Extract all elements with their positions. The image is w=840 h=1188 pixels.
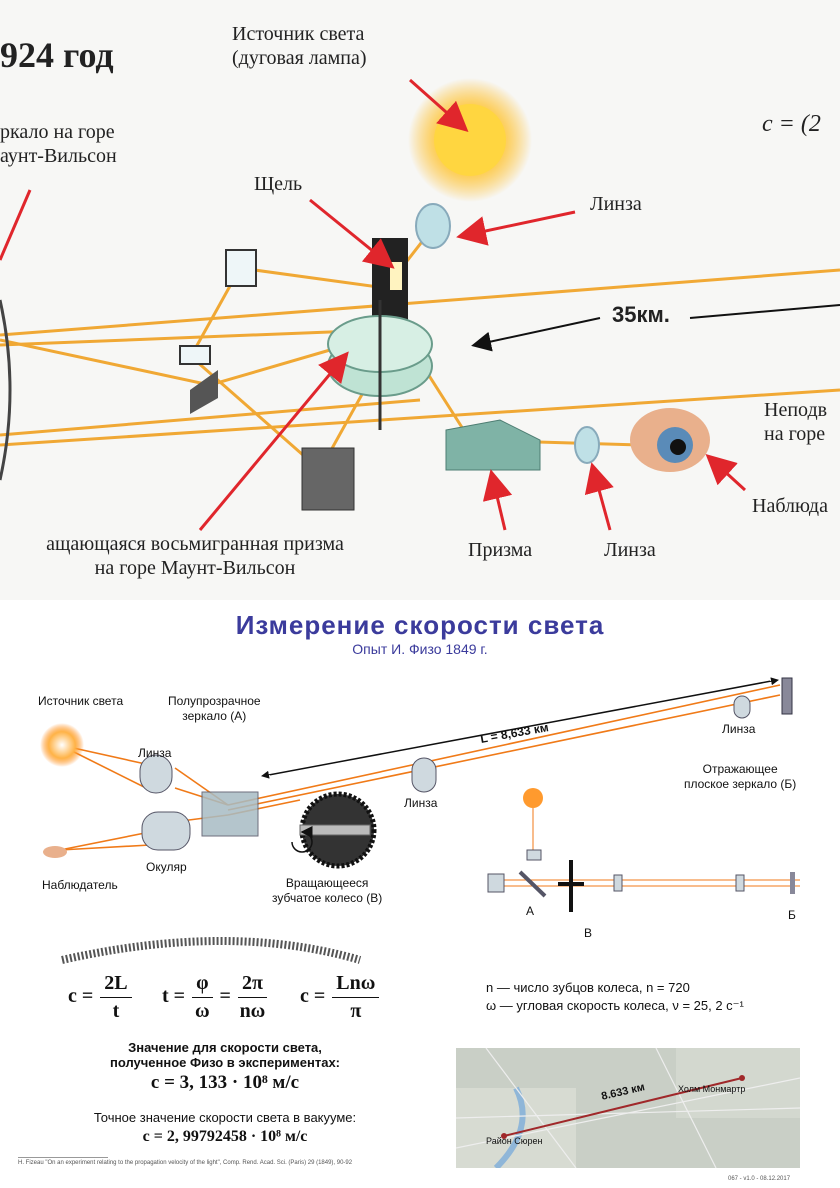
half-mirror-label: Полупрозрачное зеркало (А) bbox=[168, 694, 261, 723]
michelson-diagram: 924 год Источник света (дуговая лампа) р… bbox=[0, 23, 840, 579]
concave-mirror-icon bbox=[0, 299, 12, 481]
schema-label-c: Б bbox=[788, 908, 796, 922]
fixed-mirror-label: Неподв на горе bbox=[764, 399, 828, 445]
mirror-icon bbox=[190, 370, 218, 414]
slit-label: Щель bbox=[254, 173, 303, 195]
fizeau-drawing bbox=[40, 677, 800, 964]
michelson-drawing bbox=[0, 78, 840, 531]
map-image: 8.633 км Холм Монмартр Район Сюрен bbox=[456, 1048, 800, 1168]
mirror-icon bbox=[225, 249, 257, 287]
teeth-count-note: n — число зубцов колеса, n = 720 bbox=[486, 980, 690, 995]
lens-icon bbox=[733, 695, 751, 719]
prism-label: Призма bbox=[468, 539, 533, 561]
light-beams bbox=[0, 224, 840, 472]
half-mirror-icon bbox=[201, 791, 259, 837]
version-label: 067 - v1.0 - 08.12.2017 bbox=[728, 1176, 791, 1182]
footnote: H. Fizeau "On an experiment relating to … bbox=[18, 1160, 353, 1166]
fz-light-source-label: Источник света bbox=[38, 694, 124, 708]
lens-label-right: Линза bbox=[590, 193, 642, 215]
lens-icon bbox=[411, 757, 437, 793]
map-place2: Район Сюрен bbox=[486, 1136, 543, 1146]
lens-left-label: Линза bbox=[138, 746, 172, 760]
lens-label-bottom: Линза bbox=[604, 539, 656, 561]
rotating-prism-label: ащающаяся восьмигранная призма на горе М… bbox=[46, 533, 344, 579]
prism-icon bbox=[445, 419, 541, 471]
map-place1: Холм Монмартр bbox=[678, 1084, 746, 1094]
exact-value: c = 2, 99792458 · 10⁸ м/с bbox=[142, 1128, 308, 1145]
map-distance-line bbox=[503, 1077, 743, 1137]
fz-observer-label: Наблюдатель bbox=[42, 878, 118, 892]
year-heading: 924 год bbox=[0, 35, 114, 75]
lens-mid-label: Линза bbox=[404, 796, 438, 810]
fizeau-schematic bbox=[487, 788, 800, 912]
light-source-label: Источник света (дуговая лампа) bbox=[232, 23, 367, 69]
arc-lamp-core-icon bbox=[434, 104, 506, 176]
result-value: c = 3, 133 · 10⁸ м/с bbox=[150, 1072, 300, 1093]
page-subtitle: Опыт И. Физо 1849 г. bbox=[352, 641, 488, 657]
schema-label-a: А bbox=[526, 904, 535, 918]
eyepiece-icon bbox=[141, 811, 191, 851]
observer-eye-icon bbox=[43, 846, 67, 858]
lens-icon bbox=[574, 426, 600, 464]
flat-mirror-icon bbox=[781, 677, 793, 715]
lens-icon bbox=[139, 754, 173, 794]
lens-far-label: Линза bbox=[722, 722, 756, 736]
eyepiece-label: Окуляр bbox=[146, 860, 187, 874]
distance-label: 35км. bbox=[612, 302, 670, 327]
flat-mirror-label: Отражающее плоское зеркало (Б) bbox=[684, 762, 797, 791]
mirror-mount-label: ркало на горе аунт-Вильсон bbox=[0, 121, 117, 167]
result-label: Значение для скорости света, полученное … bbox=[109, 1040, 341, 1070]
gear-rim-icon bbox=[61, 937, 362, 964]
exact-label: Точное значение скорости света в вакууме… bbox=[93, 1110, 357, 1125]
schema-label-b: В bbox=[584, 926, 593, 940]
observer-label: Наблюда bbox=[752, 495, 828, 517]
mirror-block-icon bbox=[301, 447, 355, 511]
formula-partial: c = (2 bbox=[762, 111, 821, 137]
page-title: Измерение скорости света bbox=[235, 610, 605, 640]
angular-speed-note: ω — угловая скорость колеса, ν = 25, 2 c… bbox=[486, 998, 744, 1013]
slit-icon bbox=[390, 262, 402, 290]
light-source-icon bbox=[40, 723, 84, 767]
rotating-wheel-label: Вращающееся зубчатое колесо (В) bbox=[272, 876, 383, 905]
distance-arrow bbox=[471, 317, 601, 352]
mirror-icon bbox=[179, 345, 211, 365]
lens-icon bbox=[415, 203, 451, 249]
